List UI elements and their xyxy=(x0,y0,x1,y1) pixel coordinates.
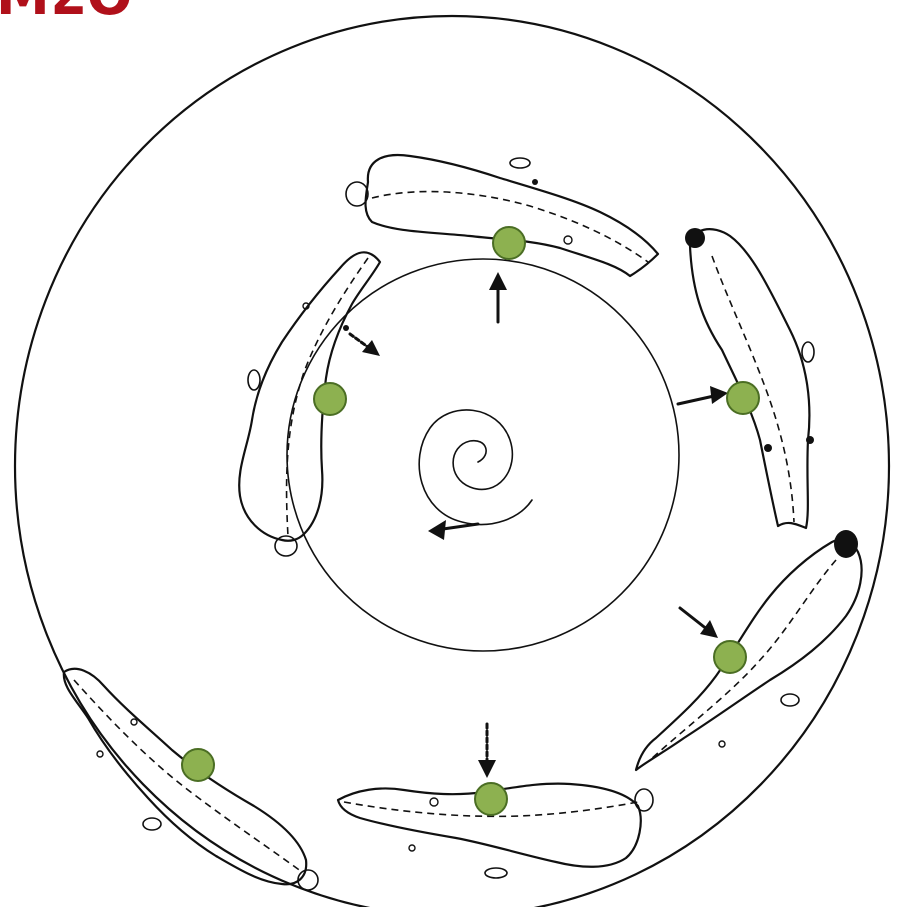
marker-right-lower xyxy=(714,641,746,673)
marker-left xyxy=(314,383,346,415)
marker-top xyxy=(493,227,525,259)
marker-right xyxy=(727,382,759,414)
outer-dish-circle xyxy=(15,16,889,907)
head-top-right xyxy=(685,228,705,248)
animal-right-lower xyxy=(636,530,862,770)
arrow-left-icon xyxy=(350,334,380,356)
head-top xyxy=(346,182,368,206)
animal-top-right xyxy=(685,228,814,528)
head-bottom xyxy=(635,789,653,811)
marker-bottom-left xyxy=(182,749,214,781)
arrow-right-icon xyxy=(678,386,728,404)
animal-left xyxy=(239,252,380,556)
arrow-bottom-icon xyxy=(478,724,496,778)
head-left xyxy=(275,536,297,556)
header-title-fragment: ΜΣΘ xyxy=(0,0,133,27)
arrow-right-lower-icon xyxy=(680,608,718,638)
head-right-lower xyxy=(834,530,858,558)
marker-bottom xyxy=(475,783,507,815)
spiral-path xyxy=(419,410,532,525)
arrow-top-icon xyxy=(489,272,507,322)
